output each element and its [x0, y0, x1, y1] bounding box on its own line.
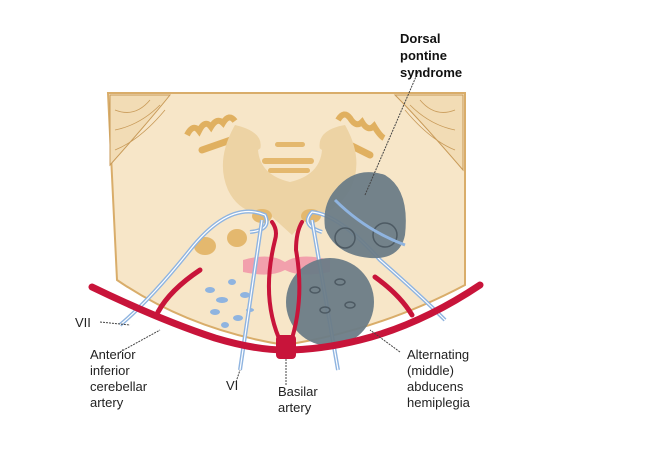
label-line: Anterior — [90, 347, 136, 362]
left-aica — [88, 283, 289, 354]
label-vi: VI — [226, 378, 239, 393]
right-peduncle — [393, 94, 464, 172]
basilar-artery — [276, 335, 296, 359]
label-line: cerebellar — [90, 379, 148, 394]
label-line: Alternating — [407, 347, 470, 362]
label-vii: VII — [75, 315, 91, 330]
right-dentate-nucleus — [335, 111, 386, 141]
arteries — [88, 220, 484, 354]
label-line: inferior — [90, 363, 130, 378]
left-dentate-nucleus — [184, 114, 238, 137]
label-line: (middle) — [407, 363, 454, 378]
label-line: Dorsal — [400, 31, 441, 46]
label-dorsal-pontine-syndrome: Dorsal pontine syndrome — [400, 30, 462, 81]
label-aica: Anterior inferior cerebellar artery — [90, 347, 147, 411]
label-line: hemiplegia — [407, 395, 470, 410]
label-line: pontine — [400, 48, 447, 63]
label-line: artery — [90, 395, 124, 410]
label-basilar-artery: Basilar artery — [278, 384, 318, 416]
label-line: syndrome — [400, 65, 463, 80]
label-line: abducens — [407, 379, 464, 394]
right-aica — [281, 281, 484, 354]
label-alternating-abducens-hemiplegia: Alternating (middle) abducens hemiplegia — [407, 347, 470, 411]
label-line: Basilar — [278, 384, 318, 399]
label-line: artery — [278, 400, 312, 415]
middle-lesion — [286, 258, 374, 346]
